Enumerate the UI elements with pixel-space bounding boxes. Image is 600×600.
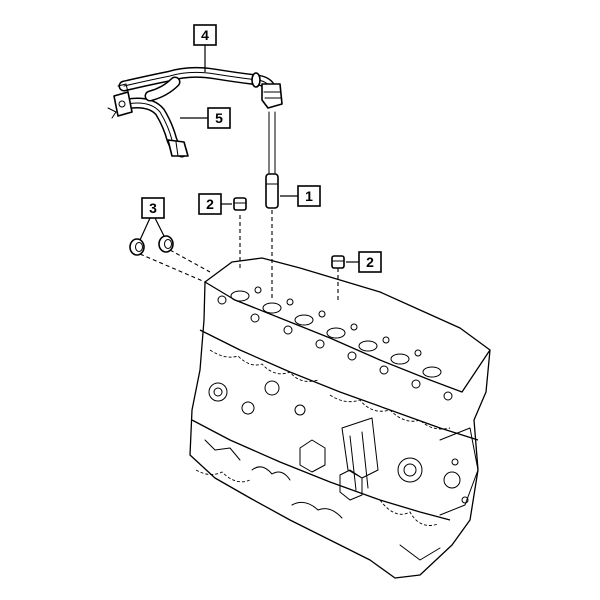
head-bolt-holes [217,286,453,401]
callout-2-right: 2 [346,251,382,273]
svg-text:2: 2 [366,254,374,270]
callout-5: 5 [180,107,231,129]
callout-1: 1 [280,185,321,207]
seal-rings [129,235,174,256]
lower-hose [107,76,189,158]
block-side-details [195,349,479,561]
svg-text:1: 1 [305,188,313,204]
plug-left [233,197,247,211]
svg-text:2: 2 [206,196,214,212]
svg-text:5: 5 [215,110,223,126]
engine-block [189,257,491,579]
injector-bores [230,290,442,378]
callout-3: 3 [139,197,165,241]
callout-4: 4 [193,24,217,72]
fuel-tube-connector [265,111,279,209]
svg-text:4: 4 [201,27,209,43]
upper-hose [118,66,283,109]
alignment-lines [139,210,339,300]
svg-text:3: 3 [149,200,157,216]
callout-2-left: 2 [198,193,232,215]
plug-right [331,255,345,269]
